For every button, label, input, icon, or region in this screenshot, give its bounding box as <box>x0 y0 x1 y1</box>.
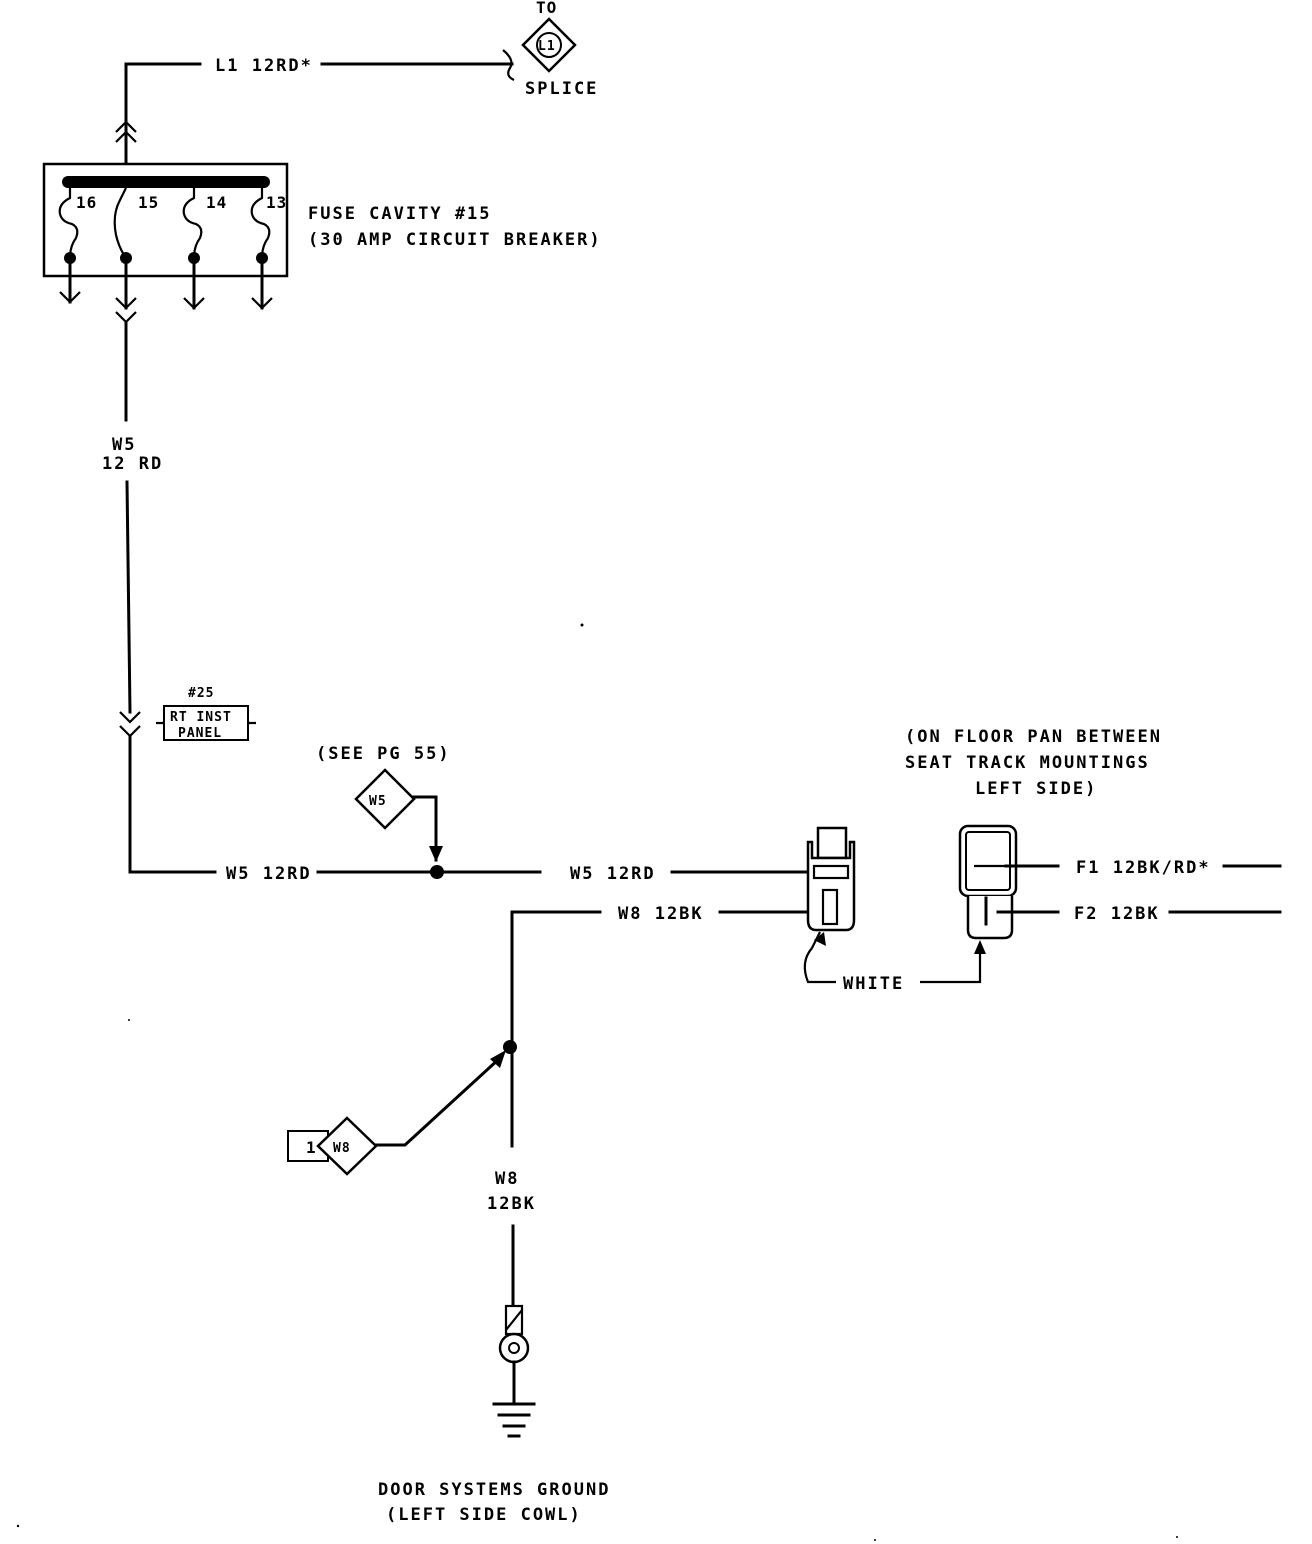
cavity-16-label: 16 <box>76 193 97 212</box>
w5-horizontal-left-label: W5 12RD <box>226 864 312 884</box>
fuse-cavity-title: FUSE CAVITY #15 <box>308 204 492 224</box>
connector-25-line1: RT INST <box>170 710 232 725</box>
cavity-13-label: 13 <box>266 193 287 212</box>
connector-color-label: WHITE <box>843 974 904 994</box>
fuse-block: 16 15 14 13 <box>42 162 289 324</box>
splice-to-label: TO <box>536 0 557 17</box>
w8-wire: W8 12BK W8 12BK <box>487 904 824 1308</box>
w8-diamond-icon <box>316 1116 378 1176</box>
ground-location: (LEFT SIDE COWL) <box>386 1505 582 1525</box>
left-white-connector <box>806 826 856 932</box>
w5-horizontal-wire: W5 12RD W5 12RD <box>128 734 814 884</box>
right-white-connector <box>958 824 1018 940</box>
connector-25-number: #25 <box>188 686 214 701</box>
connector-25-line2: PANEL <box>178 726 222 741</box>
fuse-bus-bar <box>62 176 270 188</box>
f1-wire-label: F1 12BK/RD* <box>1076 858 1211 878</box>
w8-vertical-circuit: W8 <box>495 1169 519 1189</box>
floor-note-line3: LEFT SIDE) <box>975 779 1097 799</box>
splice-diamond-icon <box>521 17 577 73</box>
ground-title: DOOR SYSTEMS GROUND <box>378 1480 610 1500</box>
splice-label: SPLICE <box>525 79 598 99</box>
floor-note-line1: (ON FLOOR PAN BETWEEN <box>905 727 1162 747</box>
w5-vertical-gauge: 12 RD <box>102 454 163 474</box>
w8-reference-pin: 1 <box>306 1138 317 1157</box>
fuse-cavity-subtitle: (30 AMP CIRCUIT BREAKER) <box>308 230 602 250</box>
connector-color-callout: WHITE <box>803 931 986 994</box>
f2-wire-label: F2 12BK <box>1074 904 1160 924</box>
w8-reference-id: W8 <box>333 1141 351 1156</box>
ground-symbol <box>492 1304 536 1438</box>
w5-reference: (SEE PG 55) W5 <box>316 744 451 862</box>
scan-specks <box>16 623 1178 1541</box>
w5-reference-id: W5 <box>369 794 387 809</box>
splice-l1: TO L1 SPLICE <box>521 0 598 99</box>
w5-vertical-circuit: W5 <box>112 435 136 455</box>
w5-horizontal-right-label: W5 12RD <box>570 864 656 884</box>
w8-horizontal-label: W8 12BK <box>618 904 704 924</box>
w8-reference: 1 W8 <box>287 1050 506 1176</box>
w8-vertical-gauge: 12BK <box>487 1194 536 1214</box>
w5-reference-note: (SEE PG 55) <box>316 744 451 764</box>
floor-note-line2: SEAT TRACK MOUNTINGS <box>905 753 1150 773</box>
connector-25: #25 RT INST PANEL <box>119 686 256 741</box>
l1-wire: L1 12RD* <box>124 49 515 142</box>
l1-wire-label: L1 12RD* <box>215 56 313 76</box>
splice-id: L1 <box>538 39 556 54</box>
cavity-14-label: 14 <box>206 193 227 212</box>
w5-diamond-icon <box>354 768 416 830</box>
cavity-15-label: 15 <box>138 193 159 212</box>
w5-vertical-wire: W5 12 RD <box>102 320 163 714</box>
